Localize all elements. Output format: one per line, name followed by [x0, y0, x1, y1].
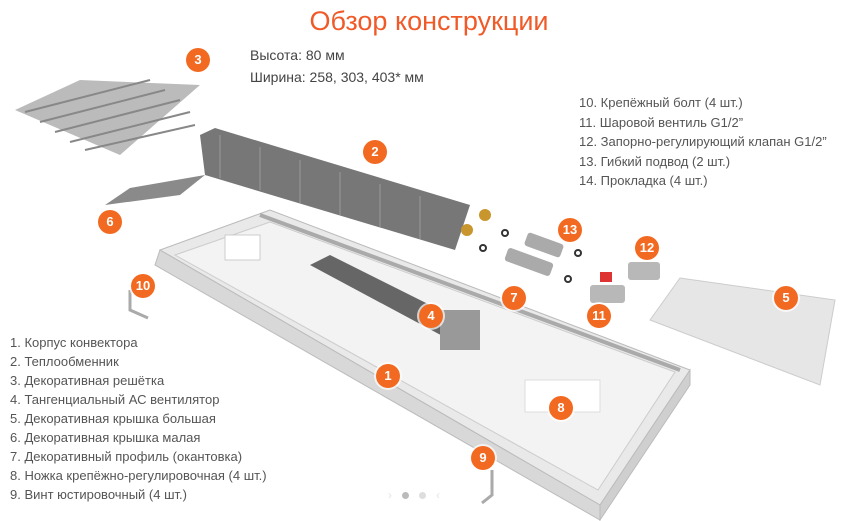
badge-7: 7: [502, 286, 526, 310]
list-item: 2. Теплообменник: [10, 354, 119, 369]
badge-2: 2: [363, 140, 387, 164]
badge-3: 3: [186, 48, 210, 72]
slider-prev-arrow[interactable]: ›: [388, 488, 392, 502]
slider-pagination: › ‹: [388, 488, 440, 502]
slider-dot-2[interactable]: [419, 491, 426, 499]
badge-10: 10: [131, 274, 155, 298]
list-item: 1. Корпус конвектора: [10, 335, 138, 350]
badge-6: 6: [98, 210, 122, 234]
heat-exchanger: [200, 128, 470, 250]
spec-width: Ширина: 258, 303, 403* мм: [250, 69, 424, 85]
list-item: 12. Запорно-регулирующий клапан G1/2”: [579, 134, 827, 149]
list-item: 7. Декоративный профиль (окантовка): [10, 449, 243, 464]
badge-1: 1: [376, 364, 400, 388]
decorative-profile: [259, 213, 681, 372]
list-item: 5. Декоративная крышка большая: [10, 411, 216, 426]
spec-height: Высота: 80 мм: [250, 47, 345, 63]
decorative-grille: [15, 80, 200, 155]
list-item: 9. Винт юстировочный (4 шт.): [10, 487, 187, 502]
badge-12: 12: [635, 236, 659, 260]
slider-next-arrow[interactable]: ‹: [436, 488, 440, 502]
list-item: 10. Крепёжный болт (4 шт.): [579, 95, 743, 110]
badge-9: 9: [471, 446, 495, 470]
slider-dot-1[interactable]: [402, 491, 409, 499]
parts-list-left: 1. Корпус конвектора 2. Теплообменник 3.…: [10, 333, 267, 504]
badge-11: 11: [587, 304, 611, 328]
list-item: 6. Декоративная крышка малая: [10, 430, 201, 445]
list-item: 4. Тангенциальный АС вентилятор: [10, 392, 220, 407]
badge-13: 13: [558, 218, 582, 242]
badge-8: 8: [549, 396, 573, 420]
badge-5: 5: [774, 286, 798, 310]
list-item: 11. Шаровой вентиль G1/2”: [579, 114, 744, 130]
list-item: 8. Ножка крепёжно-регулировочная (4 шт.): [10, 468, 267, 483]
badge-4: 4: [419, 304, 443, 328]
list-item: 3. Декоративная решётка: [10, 373, 165, 388]
parts-list-right: 10. Крепёжный болт (4 шт.) 11. Шаровой в…: [579, 93, 827, 191]
page-title: Обзор конструкции: [309, 6, 549, 36]
list-item: 14. Прокладка (4 шт.): [579, 173, 708, 188]
list-item: 13. Гибкий подвод (2 шт.): [579, 153, 731, 169]
small-cover: [105, 175, 205, 205]
